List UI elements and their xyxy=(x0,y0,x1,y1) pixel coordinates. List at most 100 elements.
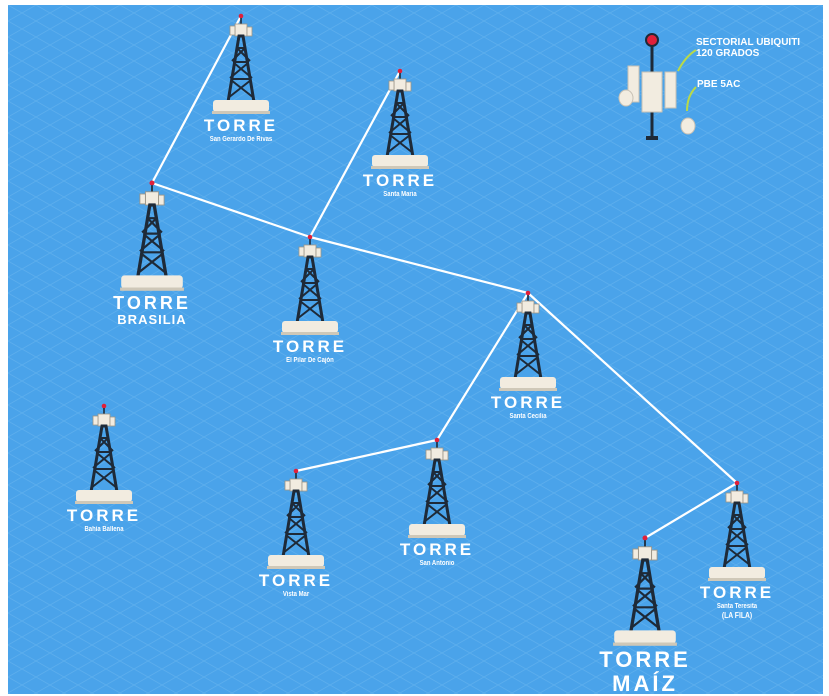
tower-name: Santa Cecilia xyxy=(509,413,547,420)
legend-arrow-pbe xyxy=(686,86,697,112)
tower-base-shadow xyxy=(408,535,466,538)
tower-maiz xyxy=(613,535,677,646)
tower-base xyxy=(709,567,765,579)
antenna-side-icon xyxy=(92,415,99,426)
link-santa-teresita-maiz xyxy=(643,481,739,540)
antenna-side-icon xyxy=(632,548,639,560)
antenna-icon xyxy=(97,413,111,427)
tower-name: MAÍZ xyxy=(612,671,678,696)
tower-name: San Antonio xyxy=(419,560,455,567)
antenna-icon xyxy=(393,78,407,92)
tower-vista-mar xyxy=(267,468,325,569)
antenna-icon xyxy=(144,191,160,206)
tower-title: TORRE xyxy=(258,571,334,590)
link-santa-cecilia-san-antonio xyxy=(435,291,530,442)
tower-santa-teresita xyxy=(708,480,766,581)
beacon-icon xyxy=(642,535,648,541)
legend-pbe: PBE 5AC xyxy=(697,79,741,90)
beacon-icon xyxy=(397,68,403,74)
link-brasilia-el-pilar xyxy=(150,181,312,239)
mast xyxy=(240,18,242,28)
legend-antenna-icon xyxy=(618,33,696,140)
tower-title: TORRE xyxy=(490,393,566,412)
tower-brasilia xyxy=(120,180,184,291)
tower-name: El Pilar De Cajón xyxy=(286,357,334,364)
towers-layer xyxy=(75,13,766,646)
link-el-pilar-santa-maria xyxy=(308,69,402,239)
beacon-icon xyxy=(293,468,299,474)
tower-santa-cecilia xyxy=(499,290,557,391)
antenna-side-icon xyxy=(725,492,732,503)
tower-base xyxy=(268,555,324,567)
mast xyxy=(151,185,153,197)
legend-sectorial-line2: 120 GRADOS xyxy=(696,48,760,59)
antenna-side-icon xyxy=(425,449,432,460)
tower-base-shadow xyxy=(267,566,325,569)
beacon-icon xyxy=(525,290,531,296)
tower-title: TORRE xyxy=(203,116,279,135)
antenna-side-icon xyxy=(388,80,395,91)
tower-base-shadow xyxy=(499,388,557,391)
tower-title: TORRE xyxy=(66,506,142,525)
antenna-icon xyxy=(303,244,317,258)
tower-base xyxy=(409,524,465,536)
tower-title: TORRE xyxy=(362,171,438,190)
mast xyxy=(103,408,105,418)
antenna-side-icon xyxy=(516,302,523,313)
antenna-side-icon xyxy=(109,416,116,427)
antenna-side-icon xyxy=(139,193,146,205)
link-san-gerardo-brasilia xyxy=(150,14,243,185)
beacon-icon xyxy=(307,234,313,240)
antenna-side-icon xyxy=(229,25,236,36)
beacon-icon xyxy=(434,437,440,443)
antenna-side-icon xyxy=(742,493,749,504)
tower-santa-maria xyxy=(371,68,429,169)
tower-base xyxy=(76,490,132,502)
antenna-icon xyxy=(637,546,653,561)
antenna-side-icon xyxy=(284,480,291,491)
tower-name: Santa Maria xyxy=(383,191,417,198)
mast xyxy=(309,239,311,249)
tower-title: TORRE xyxy=(272,337,348,356)
legend-arrow-sectorial xyxy=(677,49,697,72)
tower-base-shadow xyxy=(281,332,339,335)
tower-base-shadow xyxy=(75,501,133,504)
antenna-icon xyxy=(289,478,303,492)
tower-base xyxy=(213,100,269,112)
tower-bahia-ballena xyxy=(75,403,133,504)
antenna-side-icon xyxy=(533,303,540,314)
tower-san-antonio xyxy=(408,437,466,538)
antenna-icon xyxy=(521,300,535,314)
tower-name: BRASILIA xyxy=(117,312,187,328)
tower-el-pilar xyxy=(281,234,339,335)
tower-title: TORRE xyxy=(699,583,775,602)
tower-base xyxy=(372,155,428,167)
antenna-side-icon xyxy=(298,246,305,257)
antenna-side-icon xyxy=(315,247,322,258)
tower-name-line2: (LA FILA) xyxy=(721,611,753,620)
beacon-icon xyxy=(238,13,244,19)
tower-base-shadow xyxy=(708,578,766,581)
tower-base-shadow xyxy=(212,111,270,114)
tower-title: TORRE xyxy=(599,647,691,673)
antenna-side-icon xyxy=(246,26,253,37)
tower-name: Bahía Ballena xyxy=(84,526,124,533)
tower-base xyxy=(614,630,676,644)
tower-name: Vista Mar xyxy=(282,591,310,598)
tower-title: TORRE xyxy=(113,293,191,314)
beacon-icon xyxy=(734,480,740,486)
antenna-side-icon xyxy=(442,450,449,461)
mast xyxy=(527,295,529,305)
antenna-side-icon xyxy=(651,549,658,561)
tower-base xyxy=(500,377,556,389)
antenna-side-icon xyxy=(405,81,412,92)
mast xyxy=(736,485,738,495)
